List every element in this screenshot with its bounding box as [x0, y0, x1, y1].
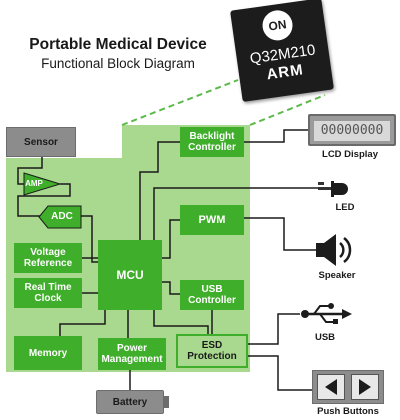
wire-adc-mcu [80, 215, 98, 263]
memory-block: Memory [14, 336, 82, 370]
wire-amp-adc [17, 183, 71, 217]
adc-label: ADC [51, 211, 73, 222]
voltage-reference-block: Voltage Reference [14, 243, 82, 273]
lcd-display-label: LCD Display [322, 149, 378, 160]
wire-sensor-amp [17, 157, 43, 185]
wire-esd-usb [248, 313, 300, 345]
left-arrow-glyph [325, 379, 337, 395]
chip-callout-left [121, 79, 239, 126]
chip-callout-right [249, 94, 326, 126]
wire-mcu-memory [59, 310, 106, 336]
usb-icon [301, 303, 352, 324]
usb-label: USB [314, 332, 336, 343]
right-arrow-glyph [359, 379, 371, 395]
lcd-digits: 00000000 [314, 121, 390, 141]
chip-icon: ON Q32M210 ARM [230, 0, 334, 102]
amp-triangle [23, 172, 62, 196]
push-buttons-icon [312, 370, 384, 404]
wire-backlight-lcd [244, 129, 308, 143]
lcd-display-icon: 00000000 [308, 114, 396, 146]
usb-controller-block: USB Controller [180, 280, 244, 310]
wire-mcu-backlight [139, 141, 180, 240]
wire-mcu-pwm [162, 219, 180, 259]
right-arrow-button-icon [351, 374, 379, 400]
wire-mcu-esd [153, 310, 209, 334]
power-management-block: Power Management [98, 338, 166, 370]
led-label: LED [335, 202, 355, 213]
chip-logo: ON [260, 8, 295, 43]
mcu-block: MCU [98, 240, 162, 310]
wire-mcu-usb [162, 281, 180, 295]
speaker-icon [316, 234, 352, 266]
wire-mcu-led [153, 187, 318, 240]
push-buttons-label: Push Buttons [317, 406, 379, 417]
backlight-controller-block: Backlight Controller [180, 127, 244, 157]
led-icon [318, 181, 348, 197]
real-time-clock-block: Real Time Clock [14, 278, 82, 308]
pwm-block: PWM [180, 205, 244, 235]
battery-terminal [164, 396, 169, 408]
page-subtitle: Functional Block Diagram [41, 56, 195, 71]
esd-protection-block: ESD Protection [176, 334, 248, 368]
sensor-box: Sensor [6, 127, 76, 157]
adc-shape [38, 205, 82, 229]
left-arrow-button-icon [317, 374, 345, 400]
amp-label: AMP [25, 179, 43, 188]
wire-pwm-speaker [244, 217, 316, 251]
battery-box: Battery [96, 390, 164, 414]
wire-esd-buttons [248, 355, 312, 391]
page-title: Portable Medical Device [29, 36, 207, 53]
speaker-label: Speaker [318, 270, 356, 281]
